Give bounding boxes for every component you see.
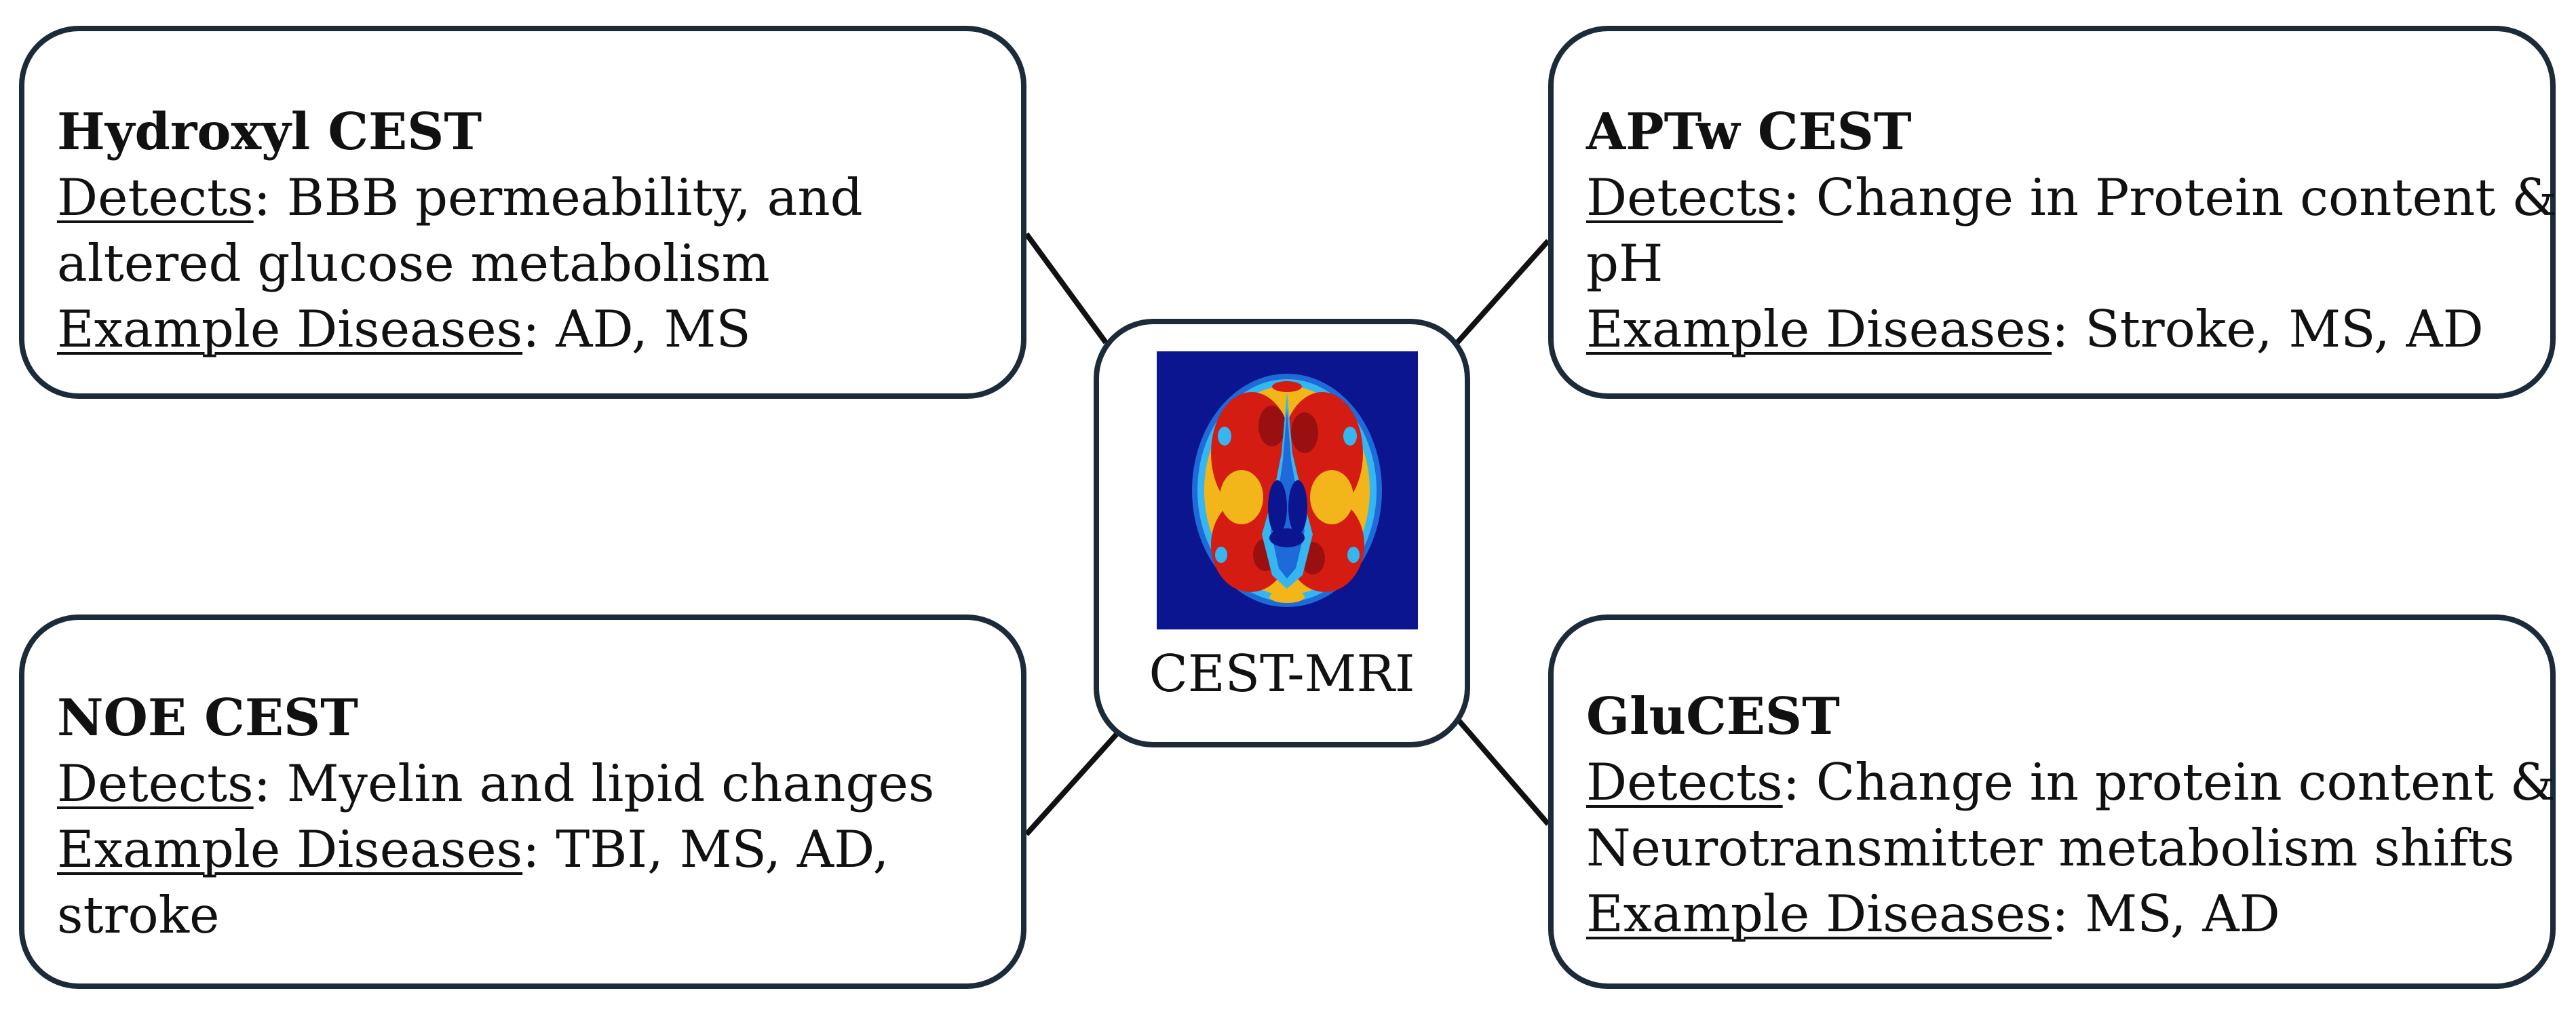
brain-slice <box>1192 374 1382 607</box>
cest-mri-center-node: CEST-MRI <box>1094 319 1470 747</box>
aptw-examples-value: Stroke, MS, AD <box>2085 299 2484 359</box>
aptw-cest-box: APTw CEST Detects: Change in Protein con… <box>1548 26 2557 399</box>
detects-label: Detects <box>57 754 254 813</box>
connector-hydroxyl <box>1024 232 1109 345</box>
noe-examples-continuation: stroke <box>57 885 220 945</box>
hydroxyl-cest-box: Hydroxyl CEST Detects: BBB permeability,… <box>19 26 1026 399</box>
hydroxyl-examples-value: AD, MS <box>556 299 751 359</box>
aptw-cest-title: APTw CEST <box>1586 102 1912 161</box>
examples-label: Example Diseases <box>57 819 523 879</box>
noe-cest-box: NOE CEST Detects: Myelin and lipid chang… <box>19 615 1026 989</box>
hydroxyl-examples-line: Example Diseases: AD, MS <box>57 299 751 359</box>
examples-label: Example Diseases <box>57 299 523 359</box>
aptw-examples-line: Example Diseases: Stroke, MS, AD <box>1586 299 2484 359</box>
hydroxyl-cest-title: Hydroxyl CEST <box>57 102 482 161</box>
cest-mri-label: CEST-MRI <box>1149 644 1415 703</box>
brain-cest-map-image <box>1157 351 1418 629</box>
glucest-detects-line: Detects: Change in protein content & <box>1586 752 2556 812</box>
examples-label: Example Diseases <box>1586 884 2052 943</box>
glucest-detects-value: Change in protein content & <box>1815 752 2556 812</box>
noe-detects-value: Myelin and lipid changes <box>286 754 935 813</box>
glucest-examples-value: MS, AD <box>2085 884 2280 943</box>
glucest-box: GluCEST Detects: Change in protein conte… <box>1548 615 2556 989</box>
noe-cest-text: NOE CEST Detects: Myelin and lipid chang… <box>57 685 934 948</box>
hydroxyl-detects-value: BBB permeability, and <box>286 168 863 227</box>
glucest-text: GluCEST Detects: Change in protein conte… <box>1586 684 2556 947</box>
aptw-detects-continuation: pH <box>1586 233 1664 293</box>
aptw-cest-text: APTw CEST Detects: Change in Protein con… <box>1586 99 2557 362</box>
detects-label: Detects <box>1586 752 1783 812</box>
detects-label: Detects <box>1586 168 1783 227</box>
noe-cest-title: NOE CEST <box>57 688 358 747</box>
noe-examples-line: Example Diseases: TBI, MS, AD, <box>57 819 889 879</box>
glucest-examples-line: Example Diseases: MS, AD <box>1586 884 2280 943</box>
noe-examples-value: TBI, MS, AD, <box>556 819 889 879</box>
hydroxyl-cest-text: Hydroxyl CEST Detects: BBB permeability,… <box>57 99 863 362</box>
aptw-detects-value: Change in Protein content & <box>1815 168 2558 227</box>
connector-noe <box>1024 730 1120 836</box>
detects-label: Detects <box>57 168 254 227</box>
aptw-detects-line: Detects: Change in Protein content & <box>1586 168 2558 227</box>
glucest-detects-continuation: Neurotransmitter metabolism shifts <box>1586 818 2515 878</box>
glucest-title: GluCEST <box>1586 686 1840 746</box>
hydroxyl-detects-continuation: altered glucose metabolism <box>57 233 770 293</box>
connector-glu <box>1456 718 1551 826</box>
hydroxyl-detects-line: Detects: BBB permeability, and <box>57 168 863 227</box>
noe-detects-line: Detects: Myelin and lipid changes <box>57 754 935 813</box>
connector-aptw <box>1455 239 1550 345</box>
examples-label: Example Diseases <box>1586 299 2052 359</box>
